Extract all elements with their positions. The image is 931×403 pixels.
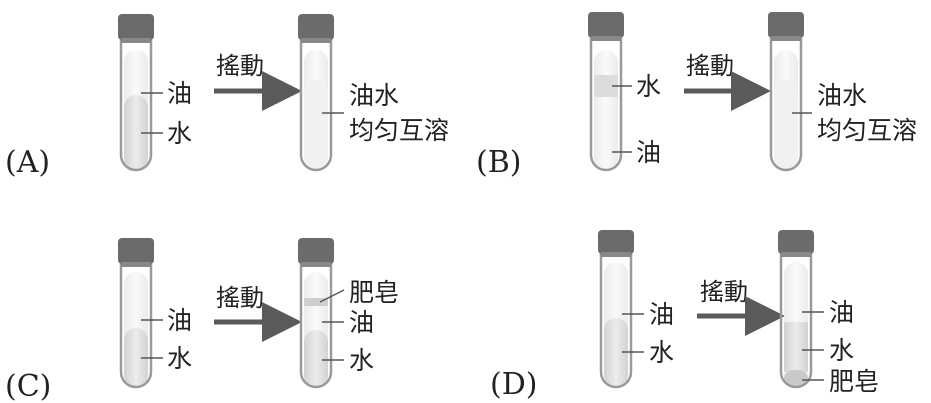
leader-line	[319, 289, 345, 303]
label-middle: 油	[349, 308, 374, 337]
label-line2: 均匀互溶	[817, 116, 917, 145]
tube-soap-band	[784, 370, 808, 387]
label-top: 肥皂	[349, 278, 399, 307]
option-b: 水 油 搖動 油水 均匀互溶 (B)	[476, 12, 917, 180]
arrow-label: 搖動	[700, 278, 748, 306]
test-tube-before	[118, 14, 154, 172]
test-tube-after	[298, 14, 334, 172]
label-bottom: 水	[349, 346, 374, 375]
tube-liquid-dark	[124, 95, 148, 170]
stopper-icon	[598, 230, 634, 254]
option-letter: (C)	[5, 369, 51, 403]
tube-glass	[119, 38, 153, 172]
test-tube-before	[118, 238, 154, 389]
arrow-label: 搖動	[686, 52, 734, 80]
stopper-icon	[118, 238, 154, 264]
arrow-label: 搖動	[216, 52, 264, 80]
label-upper: 油	[649, 300, 674, 329]
arrow-label: 搖動	[216, 284, 264, 312]
label-line1: 油水	[817, 81, 867, 110]
option-a: 油 水 搖動 油水 均匀互溶 (A)	[5, 14, 449, 180]
option-letter: (D)	[490, 367, 537, 402]
test-tube-after	[298, 238, 334, 389]
label-upper: 油	[167, 79, 192, 108]
label-upper: 油	[167, 306, 192, 335]
test-tube-after	[768, 12, 804, 172]
test-tube-before	[598, 230, 634, 389]
stopper-icon	[588, 12, 624, 38]
label-top: 油	[829, 298, 854, 327]
label-middle: 水	[829, 336, 854, 365]
label-lower: 水	[167, 119, 192, 148]
option-d: 油 水 搖動 油 水 肥皂 (D)	[490, 230, 879, 402]
stopper-icon	[778, 230, 814, 254]
label-bottom: 肥皂	[829, 367, 879, 396]
test-tube-after	[778, 230, 814, 389]
tube-liquid-band	[594, 75, 618, 97]
label-lower: 水	[167, 344, 192, 373]
stopper-icon	[768, 12, 804, 38]
stopper-icon	[298, 14, 334, 40]
stopper-icon	[298, 238, 334, 264]
option-letter: (B)	[476, 145, 521, 180]
stopper-icon	[118, 14, 154, 40]
tube-soap-band	[304, 298, 328, 306]
test-tube-before	[588, 12, 624, 172]
label-lower: 水	[649, 338, 674, 367]
option-c: 油 水 搖動 肥皂 油 水 (C)	[5, 238, 399, 403]
label-line2: 均匀互溶	[349, 116, 449, 145]
label-lower: 油	[636, 138, 661, 167]
option-letter: (A)	[5, 145, 50, 180]
label-upper: 水	[636, 72, 661, 101]
label-line1: 油水	[349, 81, 399, 110]
